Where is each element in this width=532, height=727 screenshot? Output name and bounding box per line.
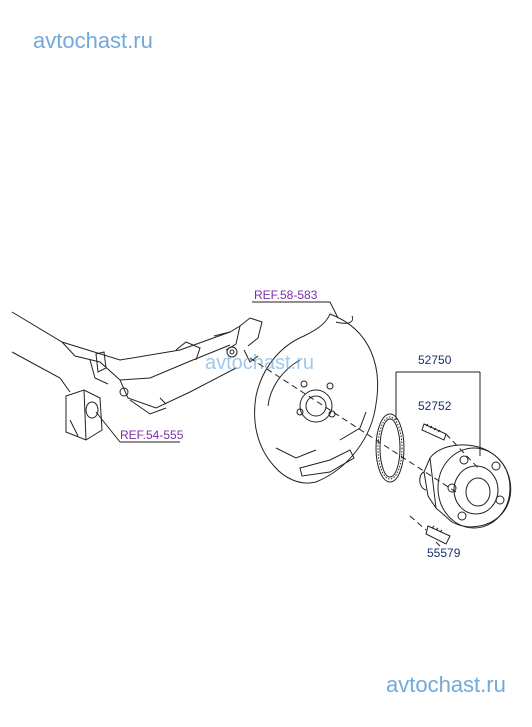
leader-lines (96, 302, 480, 546)
wheel-mounting-bolt (426, 526, 450, 544)
ref-axle-link[interactable]: REF.54-555 (120, 428, 184, 442)
part-number-hub-assembly[interactable]: 52750 (418, 353, 452, 367)
hub-bolt (422, 424, 446, 440)
assembly-centerlines (250, 358, 480, 530)
watermark-middle: avtochast.ru (205, 352, 314, 374)
wheel-hub-bearing (420, 445, 511, 528)
part-number-wheel-bolt[interactable]: 55579 (427, 546, 461, 560)
ref-brake-plate-link[interactable]: REF.58-583 (254, 288, 318, 302)
watermark-top: avtochast.ru (33, 28, 153, 53)
watermark-bottom: avtochast.ru (386, 672, 506, 697)
part-number-hub-bolt[interactable]: 52752 (418, 399, 452, 413)
torsion-beam-axle (12, 312, 262, 414)
trailing-arm-bushing (66, 390, 102, 440)
brake-backing-plate (255, 314, 378, 483)
abs-tone-ring (376, 414, 404, 482)
